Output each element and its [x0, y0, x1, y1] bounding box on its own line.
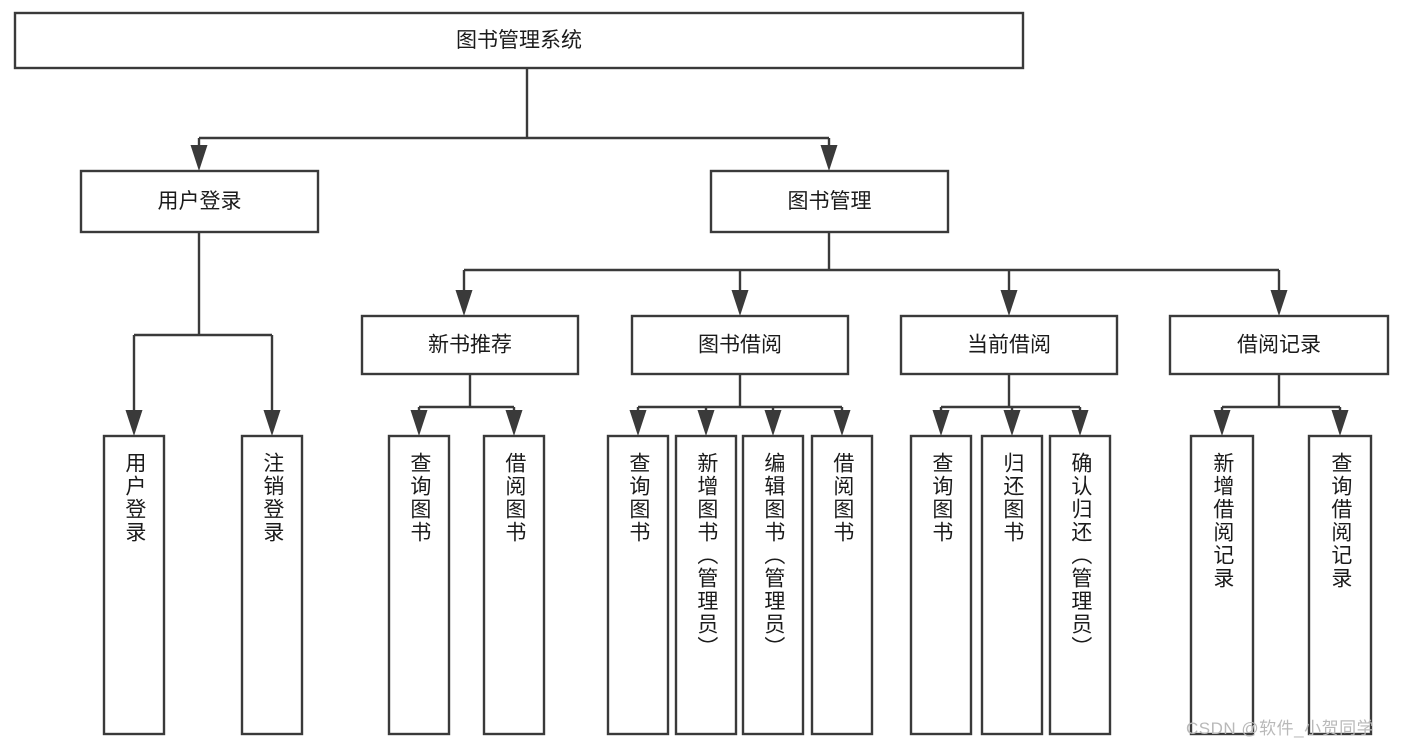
arrow-head-icon — [932, 410, 950, 436]
node-box[interactable] — [1168, 314, 1390, 376]
arrow-head-icon — [731, 290, 749, 316]
node-borrow-record[interactable]: 借阅记录 — [1168, 314, 1390, 376]
node-leaf-user-logout[interactable] — [240, 434, 304, 736]
node-label: 图书借阅 — [698, 334, 782, 357]
node-leaf-user-login[interactable] — [102, 434, 166, 736]
node-box[interactable] — [1307, 434, 1373, 736]
node-current-borrow[interactable]: 当前借阅 — [899, 314, 1119, 376]
arrow-head-icon — [190, 145, 208, 171]
arrow-head-icon — [455, 290, 473, 316]
node-box[interactable] — [1189, 434, 1255, 736]
arrow-head-icon — [1213, 410, 1231, 436]
connector-group-book-borrow — [629, 374, 851, 436]
connector-group-book-manage — [455, 232, 1288, 316]
node-leaf-add-book[interactable] — [674, 434, 738, 736]
node-box[interactable] — [741, 434, 805, 736]
node-new-book-rec[interactable]: 新书推荐 — [360, 314, 580, 376]
node-box[interactable] — [240, 434, 304, 736]
node-leaf-query-book-2[interactable] — [606, 434, 670, 736]
node-label: 图书管理系统 — [456, 29, 582, 52]
node-box[interactable] — [79, 169, 320, 234]
node-leaf-query-book-3[interactable] — [909, 434, 973, 736]
node-box[interactable] — [674, 434, 738, 736]
connector-group-user-login — [125, 232, 281, 436]
node-box[interactable] — [102, 434, 166, 736]
arrow-head-icon — [697, 410, 715, 436]
connector-group-borrow-record — [1213, 374, 1349, 436]
node-label: 用户登录 — [158, 190, 242, 213]
arrow-head-icon — [410, 410, 428, 436]
arrow-head-icon — [1270, 290, 1288, 316]
node-box[interactable] — [909, 434, 973, 736]
node-leaf-query-record[interactable] — [1307, 434, 1373, 736]
node-label: 借阅记录 — [1237, 334, 1321, 357]
node-leaf-edit-book[interactable] — [741, 434, 805, 736]
arrow-head-icon — [629, 410, 647, 436]
node-label: 图书管理 — [788, 190, 872, 213]
node-user-login[interactable]: 用户登录 — [79, 169, 320, 234]
connector-group-root — [190, 68, 838, 171]
node-box[interactable] — [709, 169, 950, 234]
node-leaf-borrow-book-1[interactable] — [482, 434, 546, 736]
node-box[interactable] — [630, 314, 850, 376]
arrow-head-icon — [1003, 410, 1021, 436]
node-leaf-query-book-1[interactable] — [387, 434, 451, 736]
node-leaf-borrow-book-2[interactable] — [810, 434, 874, 736]
node-leaf-add-record[interactable] — [1189, 434, 1255, 736]
node-box[interactable] — [482, 434, 546, 736]
arrow-head-icon — [833, 410, 851, 436]
node-box[interactable] — [606, 434, 670, 736]
node-box[interactable] — [1048, 434, 1112, 736]
node-book-manage[interactable]: 图书管理 — [709, 169, 950, 234]
arrow-head-icon — [1331, 410, 1349, 436]
watermark-text: CSDN @软件_小贺同学 — [1186, 719, 1375, 738]
node-box[interactable] — [360, 314, 580, 376]
connector-layer — [125, 68, 1349, 436]
node-leaf-confirm-return[interactable] — [1048, 434, 1112, 736]
connector-group-current-borrow — [932, 374, 1089, 436]
arrow-head-icon — [1071, 410, 1089, 436]
node-box[interactable] — [13, 11, 1025, 70]
node-box[interactable] — [899, 314, 1119, 376]
node-box[interactable] — [810, 434, 874, 736]
node-box[interactable] — [387, 434, 451, 736]
connector-group-new-book-rec — [410, 374, 523, 436]
node-book-borrow[interactable]: 图书借阅 — [630, 314, 850, 376]
arrow-head-icon — [1000, 290, 1018, 316]
arrow-head-icon — [263, 410, 281, 436]
node-label: 新书推荐 — [428, 334, 512, 357]
node-leaf-return-book[interactable] — [980, 434, 1044, 736]
arrow-head-icon — [505, 410, 523, 436]
node-box[interactable] — [980, 434, 1044, 736]
arrow-head-icon — [125, 410, 143, 436]
node-root[interactable]: 图书管理系统 — [13, 11, 1025, 70]
arrow-head-icon — [820, 145, 838, 171]
node-label: 当前借阅 — [967, 334, 1051, 357]
arrow-head-icon — [764, 410, 782, 436]
